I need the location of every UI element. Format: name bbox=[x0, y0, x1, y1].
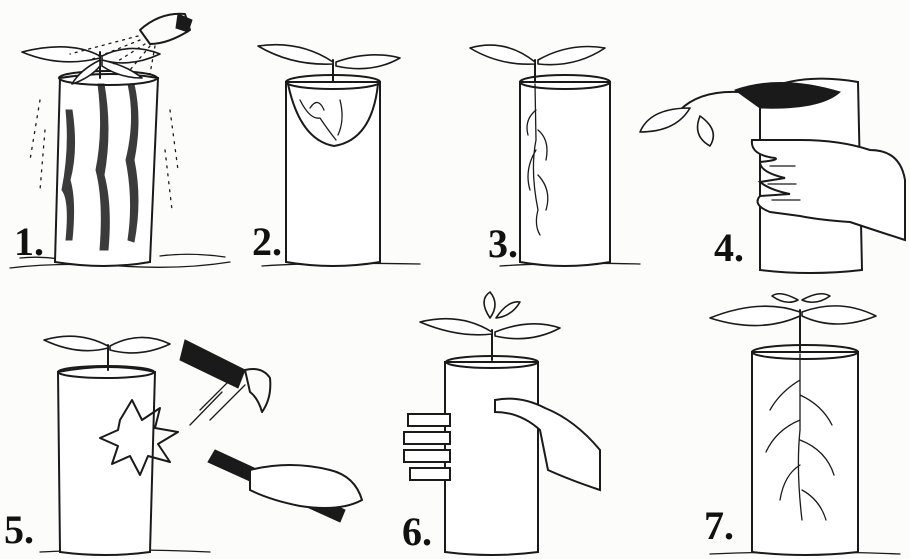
step-label-6: 6. bbox=[402, 512, 432, 552]
step-label-2: 2. bbox=[252, 222, 282, 262]
panel-4-remove-plant bbox=[640, 79, 905, 273]
panel-2-pot-cutaway bbox=[258, 45, 420, 266]
step-label-3: 3. bbox=[488, 224, 518, 264]
panel-6-hold-pot bbox=[404, 292, 600, 555]
panel-5-hammer bbox=[40, 336, 362, 555]
panel-7-planted bbox=[710, 294, 900, 555]
step-label-1: 1. bbox=[14, 222, 44, 262]
step-label-7: 7. bbox=[704, 506, 734, 546]
step-label-4: 4. bbox=[714, 228, 744, 268]
step-label-5: 5. bbox=[4, 510, 34, 550]
